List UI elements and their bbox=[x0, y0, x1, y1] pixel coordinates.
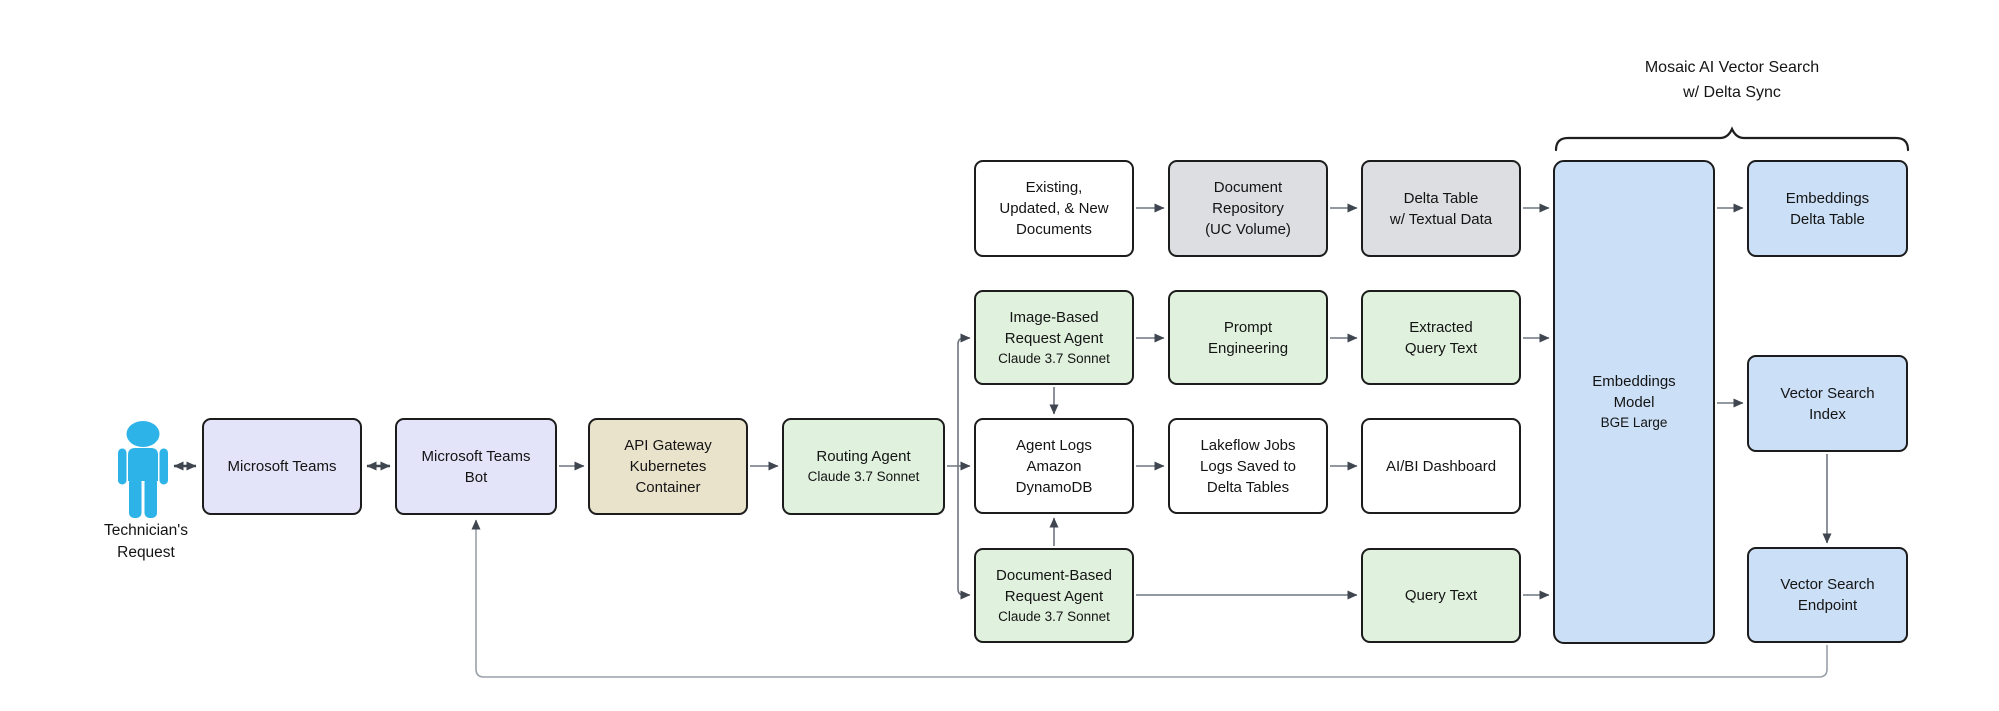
node-label: Existing, Updated, & New Documents bbox=[999, 179, 1109, 238]
node-label: Prompt Engineering bbox=[1207, 318, 1289, 357]
node-routing-agent: Routing Agent Claude 3.7 Sonnet bbox=[782, 418, 945, 515]
node-document-repository: Document Repository (UC Volume) bbox=[1168, 160, 1328, 257]
node-label: Microsoft Teams bbox=[227, 458, 337, 475]
node-sublabel: Claude 3.7 Sonnet bbox=[998, 350, 1110, 366]
node-document-request-agent: Document-Based Request Agent Claude 3.7 … bbox=[974, 548, 1134, 643]
node-label: AI/BI Dashboard bbox=[1385, 457, 1497, 475]
node-aibi-dashboard: AI/BI Dashboard bbox=[1361, 418, 1521, 514]
node-label: Lakeflow Jobs Logs Saved to Delta Tables bbox=[1200, 436, 1296, 496]
node-vector-search-index: Vector Search Index bbox=[1747, 355, 1908, 452]
vector-search-group-title: Mosaic AI Vector Search w/ Delta Sync bbox=[1644, 59, 1820, 101]
flow-arrows bbox=[559, 203, 1832, 600]
node-existing-documents: Existing, Updated, & New Documents bbox=[974, 160, 1134, 257]
vector-search-group-brace bbox=[1554, 126, 1910, 152]
node-sublabel: Claude 3.7 Sonnet bbox=[807, 469, 920, 485]
node-agent-logs: Agent Logs Amazon DynamoDB bbox=[974, 418, 1134, 514]
node-api-gateway: API Gateway Kubernetes Container bbox=[588, 418, 748, 515]
arrow-routing-to-documentagent bbox=[957, 466, 971, 600]
node-label: API Gateway Kubernetes Container bbox=[624, 437, 712, 496]
node-label: Microsoft Teams Bot bbox=[421, 447, 531, 486]
node-query-text: Query Text bbox=[1361, 548, 1521, 643]
node-embeddings-model: Embeddings Model BGE Large bbox=[1553, 160, 1715, 644]
node-sublabel: Claude 3.7 Sonnet bbox=[998, 608, 1110, 624]
node-microsoft-teams: Microsoft Teams bbox=[202, 418, 362, 515]
node-label: Vector Search Endpoint bbox=[1780, 576, 1875, 614]
person-icon bbox=[118, 421, 168, 518]
node-label: Document Repository (UC Volume) bbox=[1205, 179, 1291, 238]
technician-request-label: Technician's Request bbox=[104, 522, 188, 562]
node-label: Embeddings Delta Table bbox=[1785, 189, 1870, 228]
node-prompt-engineering: Prompt Engineering bbox=[1168, 290, 1328, 385]
feedback-loop-line bbox=[471, 519, 1828, 678]
node-delta-table-textual: Delta Table w/ Textual Data bbox=[1361, 160, 1521, 257]
node-label: Image-Based Request Agent bbox=[1004, 308, 1104, 347]
node-label: Document-Based Request Agent bbox=[996, 566, 1112, 605]
node-sublabel: BGE Large bbox=[1600, 415, 1668, 431]
node-image-request-agent: Image-Based Request Agent Claude 3.7 Son… bbox=[974, 290, 1134, 385]
node-label: Routing Agent bbox=[816, 448, 911, 466]
node-label: Extracted Query Text bbox=[1404, 318, 1478, 357]
node-label: Vector Search Index bbox=[1780, 384, 1875, 423]
node-label: Query Text bbox=[1404, 587, 1478, 604]
arrow-routing-to-imageagent bbox=[957, 333, 971, 466]
node-label: Agent Logs Amazon DynamoDB bbox=[1015, 436, 1093, 496]
node-microsoft-teams-bot: Microsoft Teams Bot bbox=[395, 418, 557, 515]
node-vector-search-endpoint: Vector Search Endpoint bbox=[1747, 547, 1908, 643]
node-label: Delta Table w/ Textual Data bbox=[1389, 189, 1493, 228]
node-lakeflow-jobs: Lakeflow Jobs Logs Saved to Delta Tables bbox=[1168, 418, 1328, 514]
node-embeddings-delta-table: Embeddings Delta Table bbox=[1747, 160, 1908, 257]
node-label: Embeddings Model bbox=[1592, 373, 1676, 412]
node-extracted-query-text: Extracted Query Text bbox=[1361, 290, 1521, 385]
